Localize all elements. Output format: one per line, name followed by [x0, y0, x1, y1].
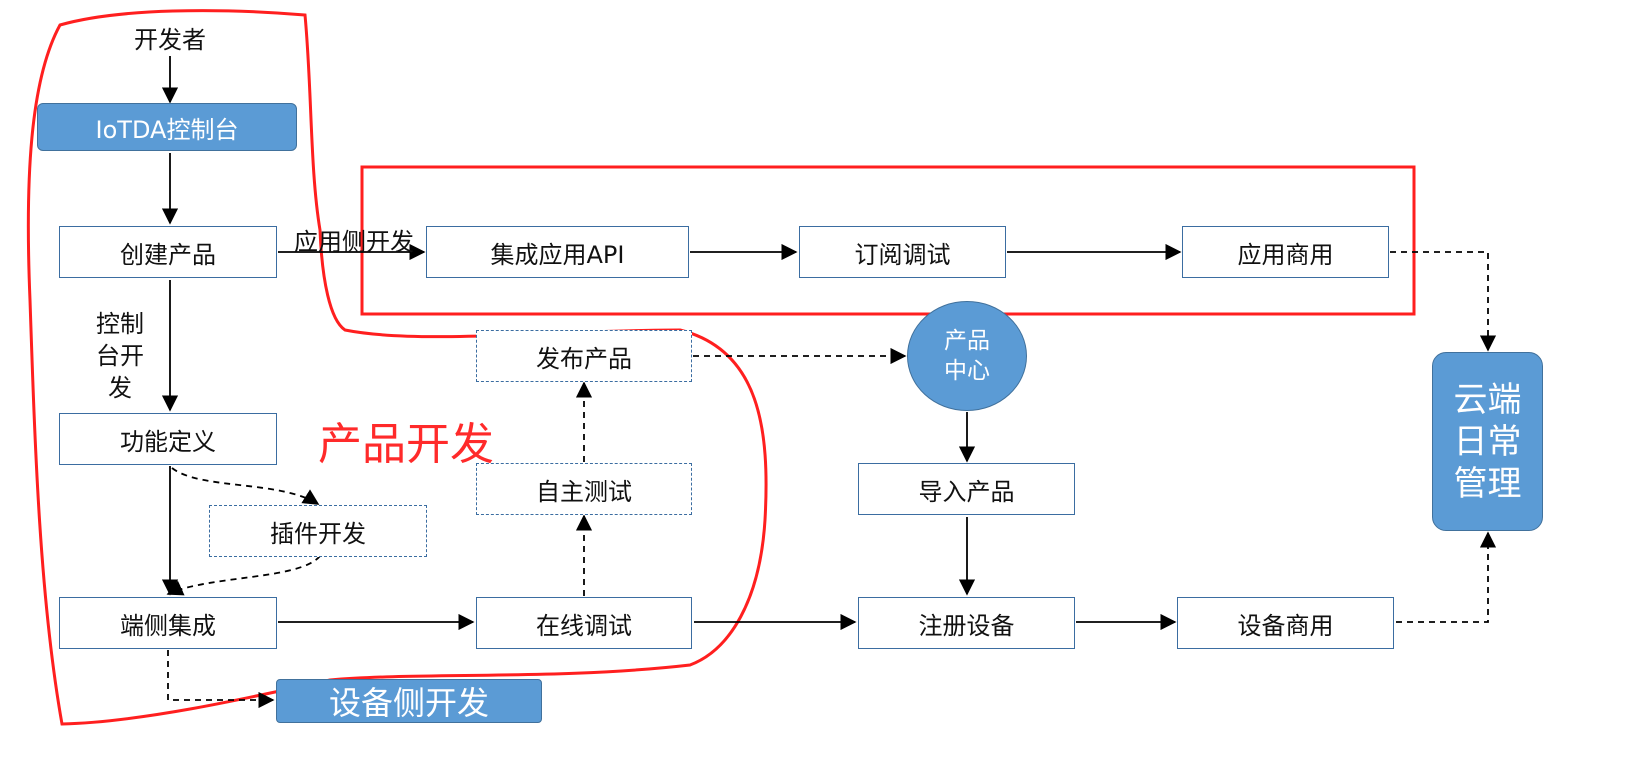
label-app-side-dev: 应用侧开发	[294, 228, 414, 256]
node-plugin-dev: 插件开发	[209, 505, 427, 557]
red-outline-app	[360, 165, 1416, 316]
node-device-side-dev: 设备侧开发	[276, 679, 542, 723]
label-console-dev: 控制 台开 发	[96, 310, 144, 402]
edge-plugin-integration	[166, 555, 321, 596]
edge-define-plugin	[171, 467, 320, 505]
node-register-device: 注册设备	[858, 597, 1075, 649]
node-import-product: 导入产品	[858, 463, 1075, 515]
red-outline-left	[26, 9, 768, 726]
node-iotda-console: IoTDA控制台	[37, 103, 297, 151]
node-online-debug: 在线调试	[476, 597, 692, 649]
node-device-integration: 端侧集成	[59, 597, 277, 649]
node-create-product: 创建产品	[59, 226, 277, 278]
edge-integration-deviceside	[167, 650, 275, 709]
node-publish-product: 发布产品	[476, 330, 692, 382]
annotation-product-dev: 产品开发	[318, 419, 494, 470]
node-product-center: 产品 中心	[907, 301, 1027, 411]
node-integrate-api: 集成应用API	[426, 226, 689, 278]
node-app-commercial: 应用商用	[1182, 226, 1389, 278]
node-self-test: 自主测试	[476, 463, 692, 515]
node-device-commercial: 设备商用	[1177, 597, 1394, 649]
node-define-functions: 功能定义	[59, 413, 277, 465]
node-subscribe-debug: 订阅调试	[799, 226, 1006, 278]
node-cloud-management: 云端 日常 管理	[1432, 352, 1543, 531]
edge-appcommercial-cloud	[1390, 251, 1497, 352]
node-developer: 开发者	[134, 26, 206, 54]
edge-devcommercial-cloud	[1396, 531, 1497, 623]
